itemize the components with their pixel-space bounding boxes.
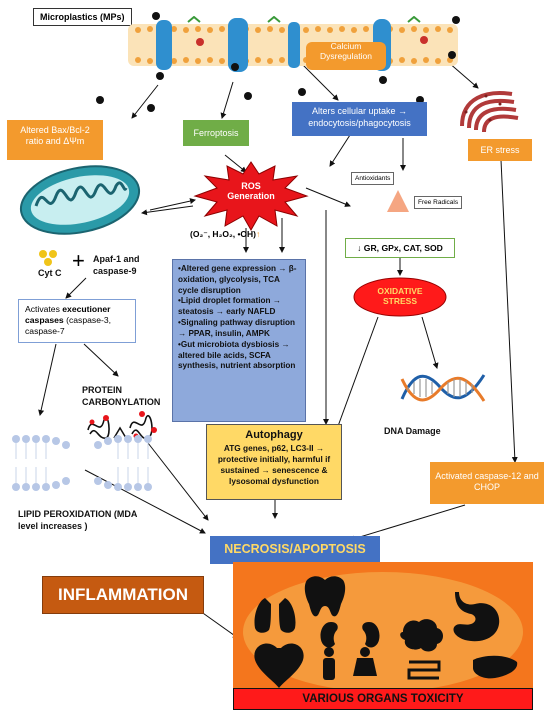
dna-damage-label: DNA Damage: [384, 426, 441, 436]
heart-icon: [254, 643, 304, 688]
executioner-caspases-box: Activates executioner caspases (caspase-…: [18, 299, 136, 343]
intestine-icon: [407, 660, 441, 680]
autophagy-body: ATG genes, p62, LC3-II → protective init…: [217, 443, 331, 486]
effect-item: •Gut microbiota dysbiosis → altered bile…: [178, 339, 296, 371]
cytc-label: Cyt C: [38, 268, 62, 278]
er-stress-box: ER stress: [468, 139, 532, 161]
brain-icon: [400, 619, 443, 652]
balance-triangle-icon: [387, 190, 409, 212]
ferroptosis-box: Ferroptosis: [183, 120, 249, 146]
free-radicals-box: Free Radicals: [414, 196, 463, 209]
ros-burst-icon: [193, 161, 309, 232]
lipid-bilayer-icon: [12, 435, 152, 491]
effect-item: •Signaling pathway disruption → PPAR, in…: [178, 318, 296, 338]
people-icon: [323, 647, 377, 680]
caspase12-box: Activated caspase-12 and CHOP: [430, 462, 544, 504]
plus-icon: +: [72, 248, 85, 273]
uptake-box: Alters cellular uptake → endocytosis/pha…: [292, 102, 427, 136]
organs-toxicity-banner: VARIOUS ORGANS TOXICITY: [233, 688, 533, 710]
antioxidants-box: Antioxidants: [351, 172, 395, 185]
lipid-peroxidation-label: LIPID PEROXIDATION (MDA level increases …: [18, 509, 137, 532]
kidneys-icon: [320, 622, 380, 648]
autophagy-box: Autophagy ATG genes, p62, LC3-II → prote…: [206, 424, 342, 500]
apaf-label: Apaf-1 and caspase-9: [93, 254, 140, 277]
er-icon: [460, 91, 519, 133]
mitochondrion-icon: [19, 165, 141, 235]
effect-item: •Altered gene expression → β-oxidation, …: [178, 264, 297, 295]
oxidative-stress-label: OXIDATIVE STRESS: [377, 286, 423, 307]
lungs-icon: [254, 586, 296, 633]
necrosis-apoptosis-box: NECROSIS/APOPTOSIS: [210, 536, 380, 564]
dna-icon: [400, 374, 486, 402]
increase-arrow: ↑: [256, 229, 261, 239]
ros-label: ROS Generation: [227, 181, 275, 202]
cytc-icon: [39, 250, 57, 266]
effects-panel: •Altered gene expression → β-oxidation, …: [172, 259, 306, 422]
autophagy-title: Autophagy: [245, 429, 303, 441]
tooth-icon: [304, 576, 346, 617]
protein-icon: [87, 411, 157, 440]
inflammation-box: INFLAMMATION: [42, 576, 204, 614]
protein-carbonylation-label: PROTEIN CARBONYLATION: [82, 385, 161, 407]
bax-bcl2-box: Altered Bax/Bcl-2 ratio and ΔΨm: [7, 120, 103, 160]
ros-species: (O₂⁻, H₂O₂, •OH)↑: [190, 229, 261, 239]
oxidative-stress-oval: [353, 277, 447, 317]
stomach-icon: [453, 592, 500, 642]
enzymes-box: ↓ GR, GPx, CAT, SOD: [345, 238, 455, 258]
organs-panel: [233, 562, 533, 698]
page-title: Microplastics (MPs): [33, 8, 132, 26]
liver-icon: [473, 655, 518, 679]
effect-item: •Lipid droplet formation → steatosis → e…: [178, 296, 281, 317]
calcium-label: Calcium Dysregulation: [320, 41, 372, 61]
